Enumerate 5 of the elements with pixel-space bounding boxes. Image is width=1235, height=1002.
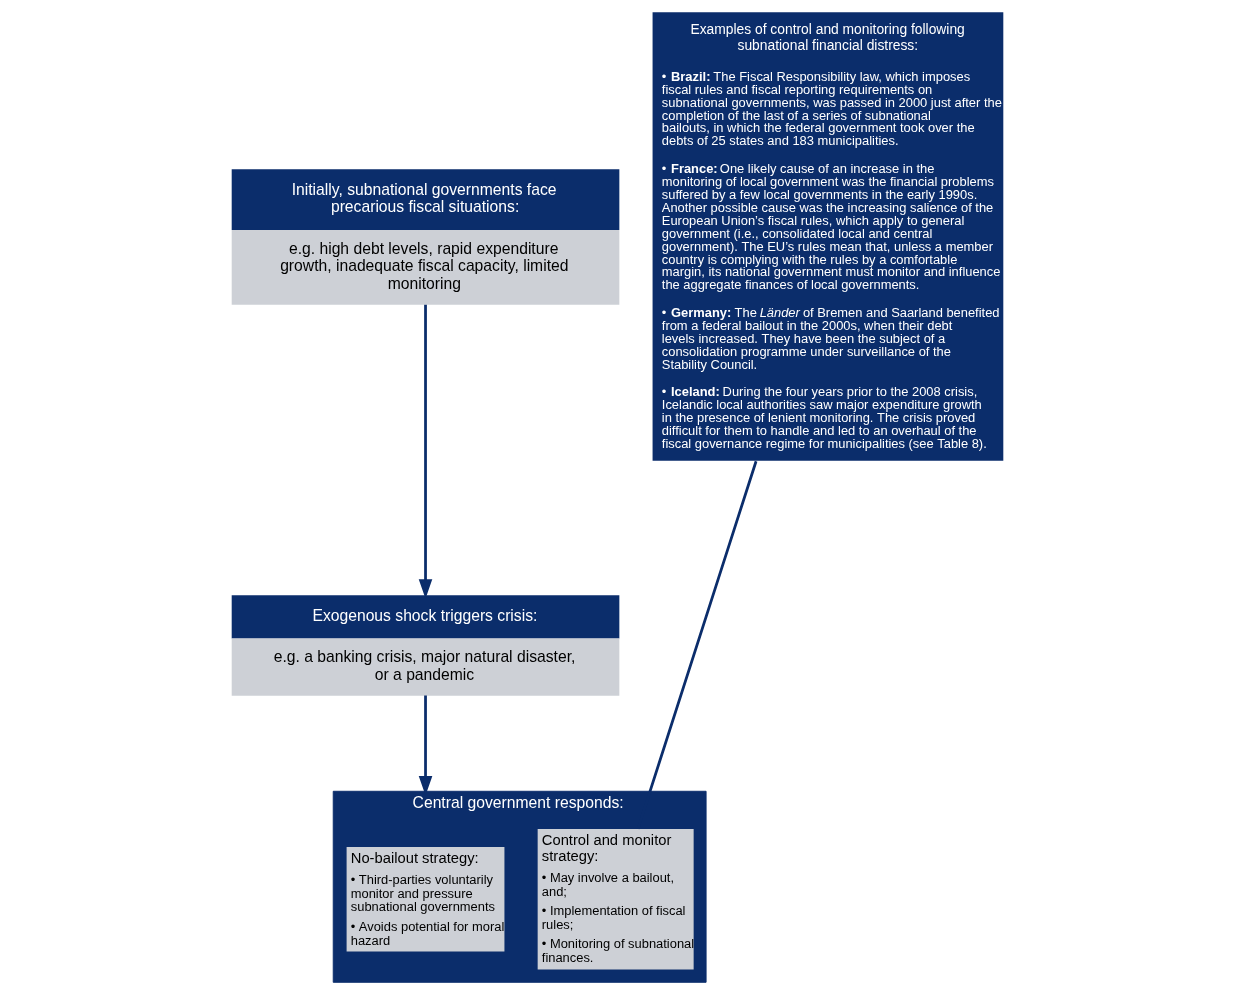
connector [636,460,758,830]
node-box: No-bailout strategy: • Third-parties voluntarily monitor and pressure subnational governments • Avoids potential for moral hazard [346,847,505,952]
node-box: Control and monitor strategy: • May involve a bailout, and; • Implementation of fiscal rules; • Monitoring of subnational finances. [537,829,694,970]
arrow [418,304,433,599]
node-box: Examples of control and monitoring following subnational financial distress: • Brazil: The Fiscal Responsibility law, which imposes fiscal rules and fiscal reporting requirements on subnational governments, was passed in 2000 just after the completion of the last of a series of subnational bailouts, in which the federal government took over the debts of 25 states and 183 municipalities. • France: One likely cause of an increase in the monitoring of local government was the financial problems suffered by a few local governments in the early 1990s. Another possible cause was the increasing salience of the European Union’s fiscal rules, which apply to general government (i.e., consolidated local and central government). The EU’s rules mean that, unless a member country is complying with the rules by a comfortable margin, its national government must monitor and influence the aggregate finances of local governments. • Germany: The Länder of Bremen and Saarland benefited from a federal bailout in the 2000s, when their debt levels increased. They have been the subject of a consolidation programme under surveillance of the Stability Council. • Iceland: During the four years prior to the 2008 crisis, Icelandic local authorities saw major expenditure growth in the presence of lenient monitoring. The crisis proved difficult for them to handle and led to an overhaul of the fiscal governance regime for municipalities (see Table 8). [652,12,1004,461]
